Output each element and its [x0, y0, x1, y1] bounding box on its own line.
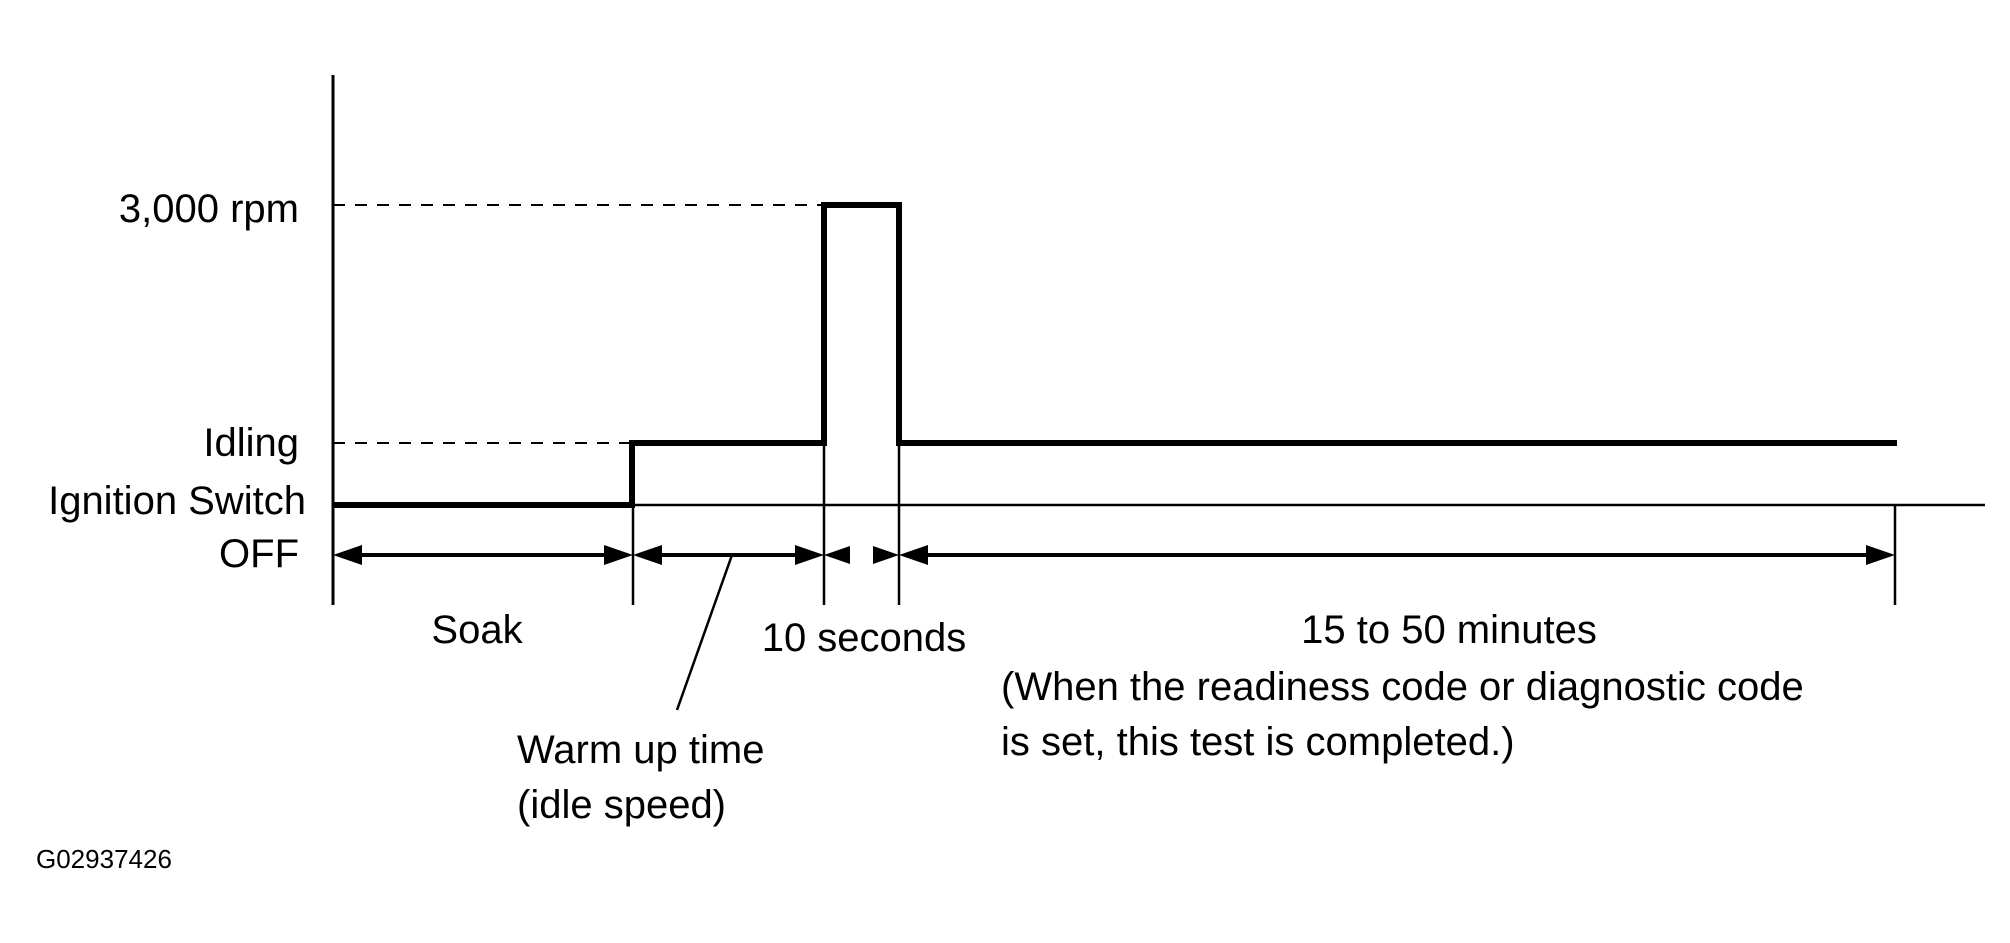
label-warm-up-time: Warm up time [517, 728, 764, 772]
final-duration-arrow [899, 545, 1895, 565]
label-ignition-switch: Ignition Switch [48, 479, 306, 523]
soak-duration-arrow [333, 545, 633, 565]
label-idle-speed: (idle speed) [517, 783, 726, 827]
label-off: OFF [219, 532, 299, 576]
engine-speed-profile [333, 202, 1897, 508]
warmup-leader-line [675, 554, 734, 711]
figure-id: G02937426 [36, 844, 172, 874]
label-completion-note-line1: (When the readiness code or diagnostic c… [1001, 665, 1804, 709]
label-idling: Idling [203, 421, 299, 465]
label-3000-rpm: 3,000 rpm [119, 187, 299, 231]
label-15-to-50-minutes: 15 to 50 minutes [1301, 608, 1597, 652]
high-rpm-duration-arrow [824, 546, 899, 564]
label-soak: Soak [431, 608, 523, 652]
label-completion-note-line2: is set, this test is completed.) [1001, 720, 1515, 764]
label-10-seconds: 10 seconds [762, 616, 967, 660]
warmup-duration-arrow [633, 545, 824, 565]
